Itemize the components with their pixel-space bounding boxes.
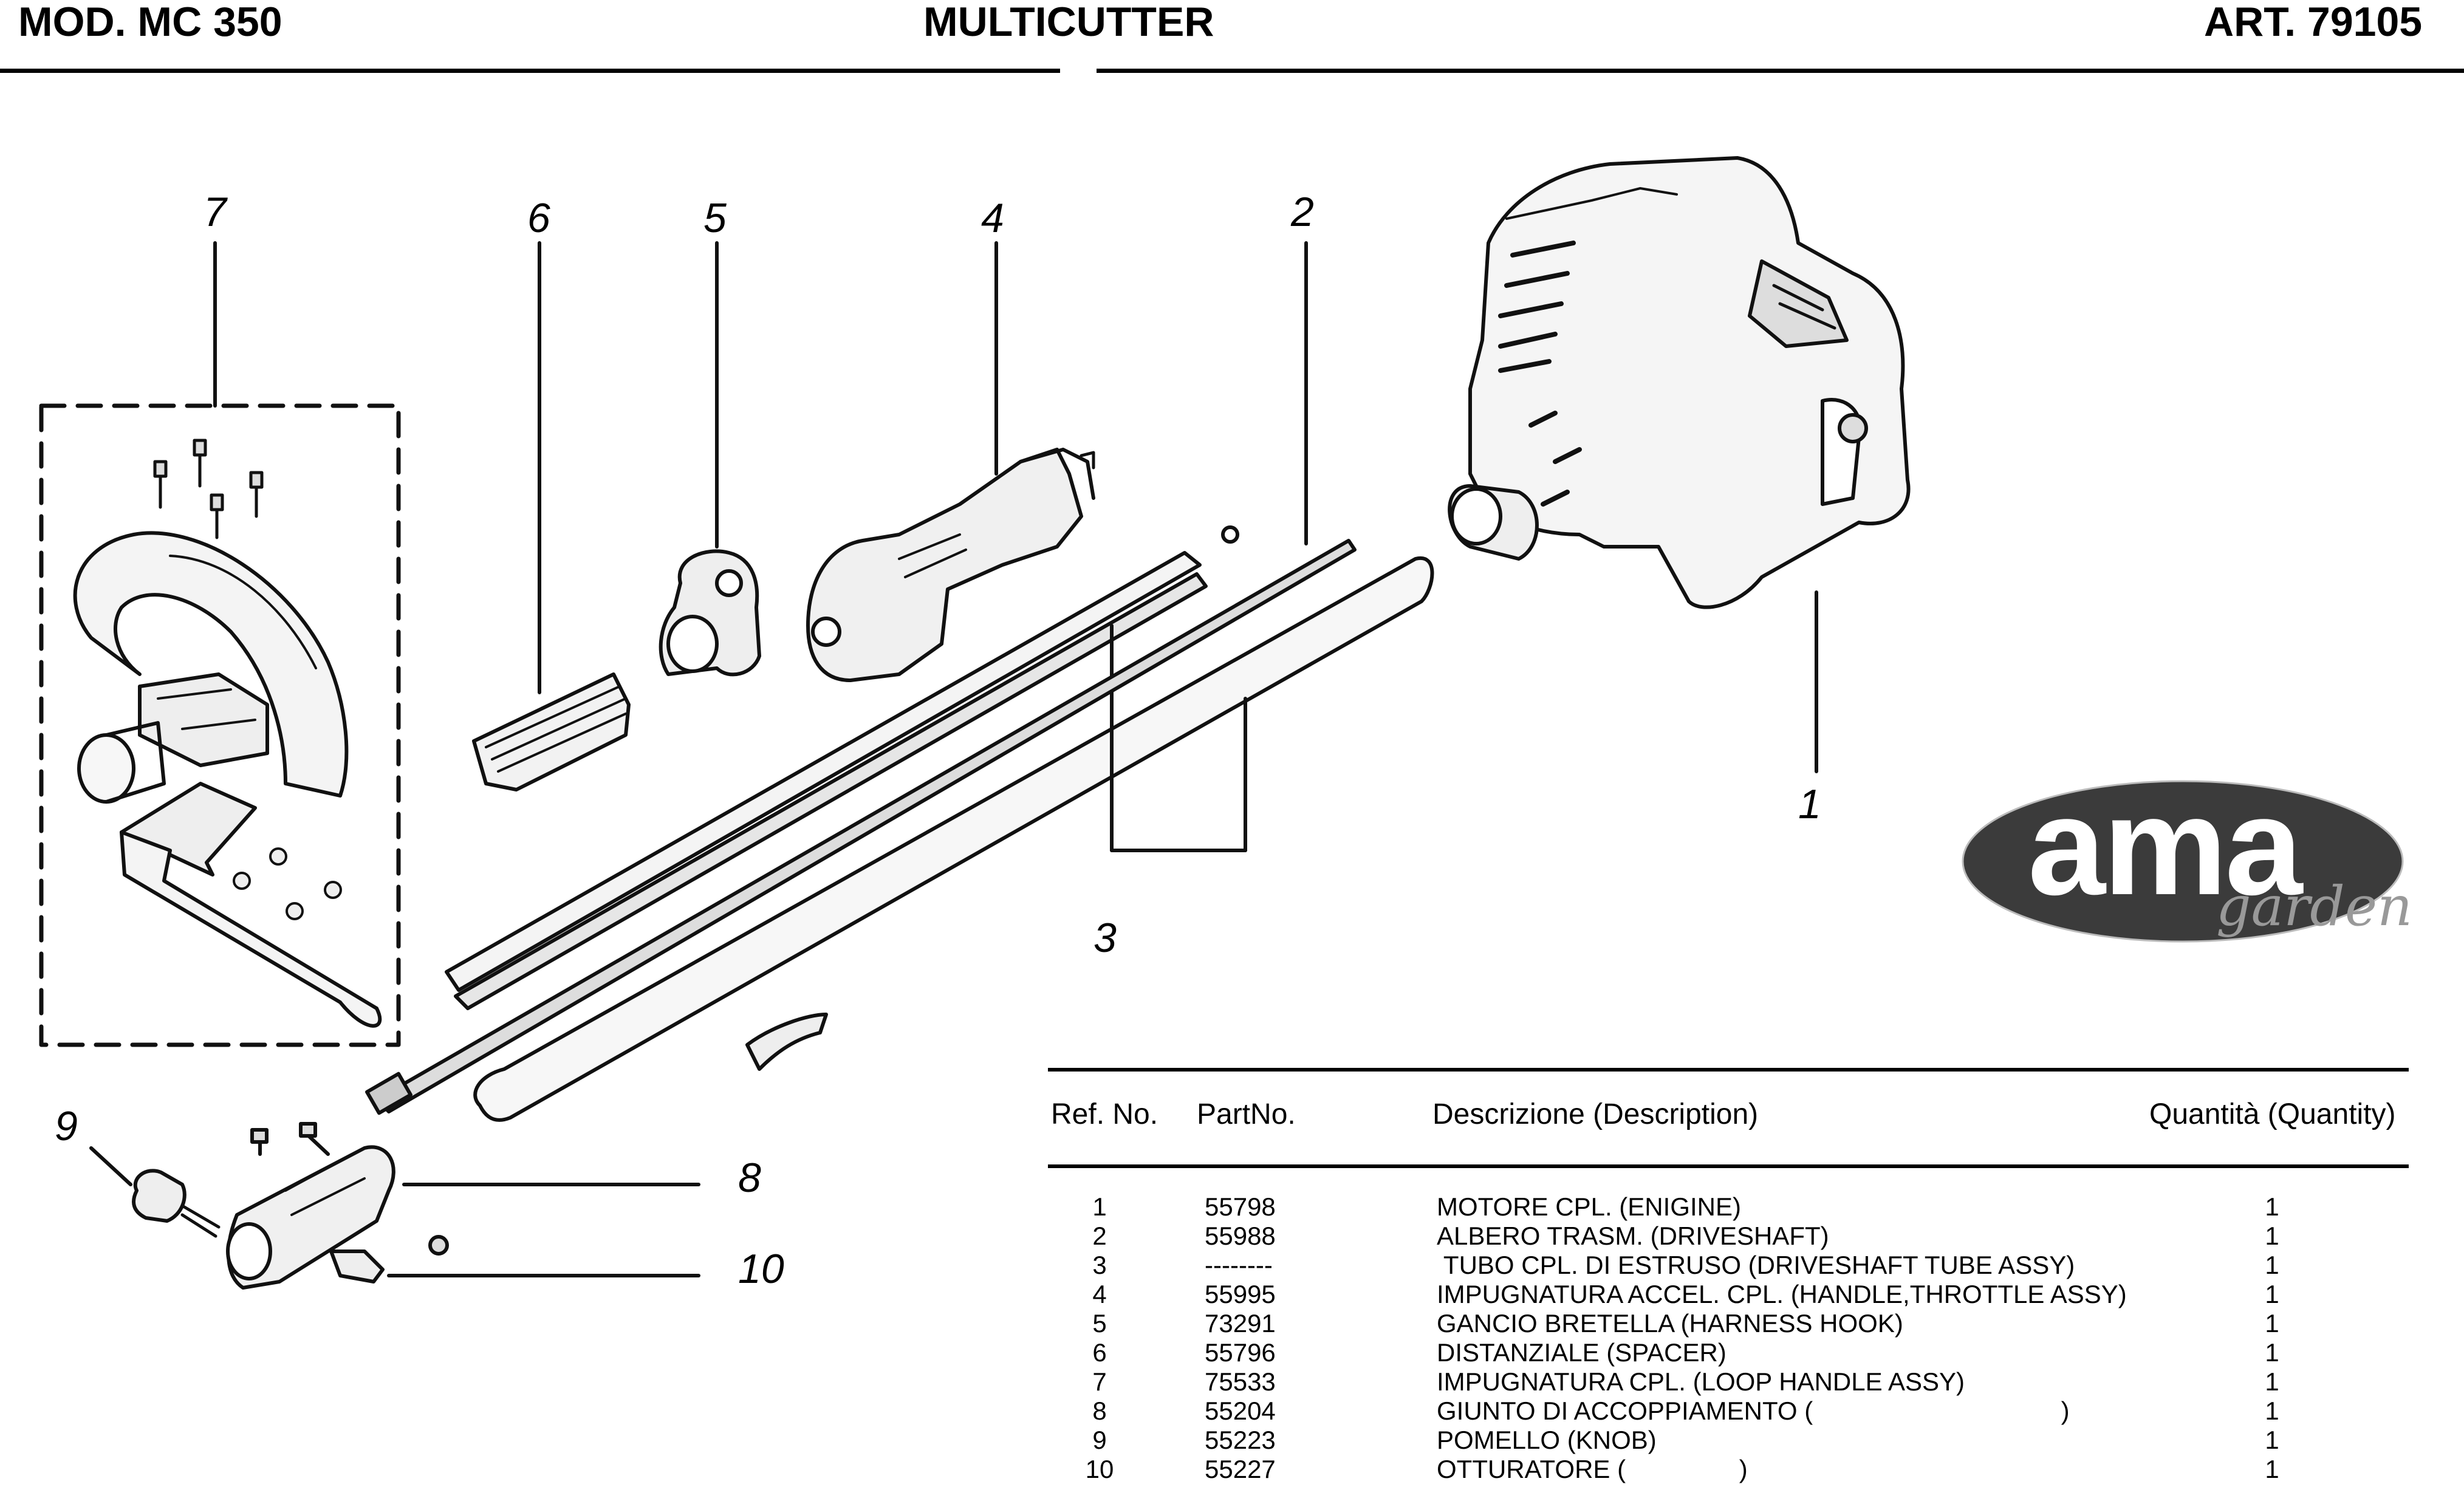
row-ref: 5 bbox=[1092, 1309, 1107, 1338]
row-partno: 73291 bbox=[1205, 1309, 1276, 1338]
col-header-quantity: Quantità (Quantity) bbox=[2149, 1098, 2396, 1130]
coupling-drawing bbox=[226, 1122, 700, 1290]
col-header-ref: Ref. No. bbox=[1051, 1098, 1158, 1130]
header-rule-left bbox=[0, 69, 1060, 73]
row-partno: 55796 bbox=[1205, 1338, 1276, 1367]
row-partno: 55995 bbox=[1205, 1280, 1276, 1308]
row-quantity: 1 bbox=[2265, 1192, 2279, 1221]
row-partno: 55223 bbox=[1205, 1426, 1276, 1454]
callout-10: 10 bbox=[738, 1246, 784, 1292]
loop-handle-assy-drawing bbox=[39, 241, 401, 1047]
plug-drawing bbox=[329, 1235, 700, 1284]
callout-1: 1 bbox=[1798, 781, 1821, 827]
row-description: POMELLO (KNOB) bbox=[1437, 1426, 1657, 1454]
logo-wordmark: ama bbox=[2028, 768, 2302, 924]
table-header-rule bbox=[1048, 1164, 2409, 1168]
engine-drawing bbox=[1448, 156, 1911, 773]
col-header-partno: PartNo. bbox=[1197, 1098, 1296, 1130]
row-description: GANCIO BRETELLA (HARNESS HOOK) bbox=[1437, 1309, 1903, 1338]
row-ref: 6 bbox=[1092, 1338, 1107, 1367]
row-description: TUBO CPL. DI ESTRUSO (DRIVESHAFT TUBE AS… bbox=[1437, 1251, 2075, 1279]
row-quantity: 1 bbox=[2265, 1251, 2279, 1279]
throttle-handle-drawing bbox=[806, 241, 1095, 682]
row-partno: 75533 bbox=[1205, 1367, 1276, 1396]
table-top-rule bbox=[1048, 1068, 2409, 1072]
spacer-drawing bbox=[472, 241, 631, 791]
row-ref: 3 bbox=[1092, 1251, 1107, 1279]
row-ref: 1 bbox=[1092, 1192, 1107, 1221]
row-ref: 4 bbox=[1092, 1280, 1107, 1308]
row-quantity: 1 bbox=[2265, 1396, 2279, 1425]
page-title: MULTICUTTER bbox=[923, 0, 1214, 45]
row-partno: 55227 bbox=[1205, 1455, 1276, 1483]
model-label: MOD. MC 350 bbox=[18, 0, 282, 45]
col-header-description: Descrizione (Description) bbox=[1432, 1098, 1759, 1130]
row-quantity: 1 bbox=[2265, 1338, 2279, 1367]
harness-hook-drawing bbox=[659, 241, 761, 677]
row-description: IMPUGNATURA CPL. (LOOP HANDLE ASSY) bbox=[1437, 1367, 1965, 1396]
header-rule-right bbox=[1097, 69, 2464, 73]
article-label: ART. 79105 bbox=[2204, 0, 2423, 45]
row-partno: -------- bbox=[1205, 1251, 1273, 1279]
row-description: IMPUGNATURA ACCEL. CPL. (HANDLE,THROTTLE… bbox=[1437, 1280, 2127, 1308]
row-quantity: 1 bbox=[2265, 1309, 2279, 1338]
row-quantity: 1 bbox=[2265, 1367, 2279, 1396]
row-quantity: 1 bbox=[2265, 1222, 2279, 1250]
callout-7: 7 bbox=[204, 189, 227, 235]
row-description: GIUNTO DI ACCOPPIAMENTO ( ) bbox=[1437, 1396, 2070, 1425]
callout-4: 4 bbox=[981, 195, 1004, 241]
callout-9: 9 bbox=[55, 1103, 78, 1149]
row-ref: 9 bbox=[1092, 1426, 1107, 1454]
callout-3: 3 bbox=[1093, 915, 1117, 961]
row-partno: 55988 bbox=[1205, 1222, 1276, 1250]
row-ref: 8 bbox=[1092, 1396, 1107, 1425]
callout-8: 8 bbox=[738, 1155, 761, 1201]
row-ref: 7 bbox=[1092, 1367, 1107, 1396]
row-partno: 55798 bbox=[1205, 1192, 1276, 1221]
row-quantity: 1 bbox=[2265, 1280, 2279, 1308]
callout-5: 5 bbox=[703, 195, 727, 241]
callout-2: 2 bbox=[1291, 189, 1314, 235]
row-description: DISTANZIALE (SPACER) bbox=[1437, 1338, 1727, 1367]
row-partno: 55204 bbox=[1205, 1396, 1276, 1425]
knob-drawing bbox=[89, 1146, 221, 1238]
row-ref: 2 bbox=[1092, 1222, 1107, 1250]
row-quantity: 1 bbox=[2265, 1455, 2279, 1483]
driveshaft-tube-drawing bbox=[445, 525, 1434, 1122]
row-quantity: 1 bbox=[2265, 1426, 2279, 1454]
row-ref: 10 bbox=[1085, 1455, 1114, 1483]
callout-6: 6 bbox=[527, 195, 550, 241]
row-description: OTTURATORE ( ) bbox=[1437, 1455, 1748, 1483]
row-description: ALBERO TRASM. (DRIVESHAFT) bbox=[1437, 1222, 1829, 1250]
row-description: MOTORE CPL. (ENIGINE) bbox=[1437, 1192, 1741, 1221]
driveshaft-drawing bbox=[365, 241, 1357, 1115]
ama-garden-logo: ama garden bbox=[1961, 768, 2412, 952]
logo-subtext: garden bbox=[2216, 875, 2413, 938]
